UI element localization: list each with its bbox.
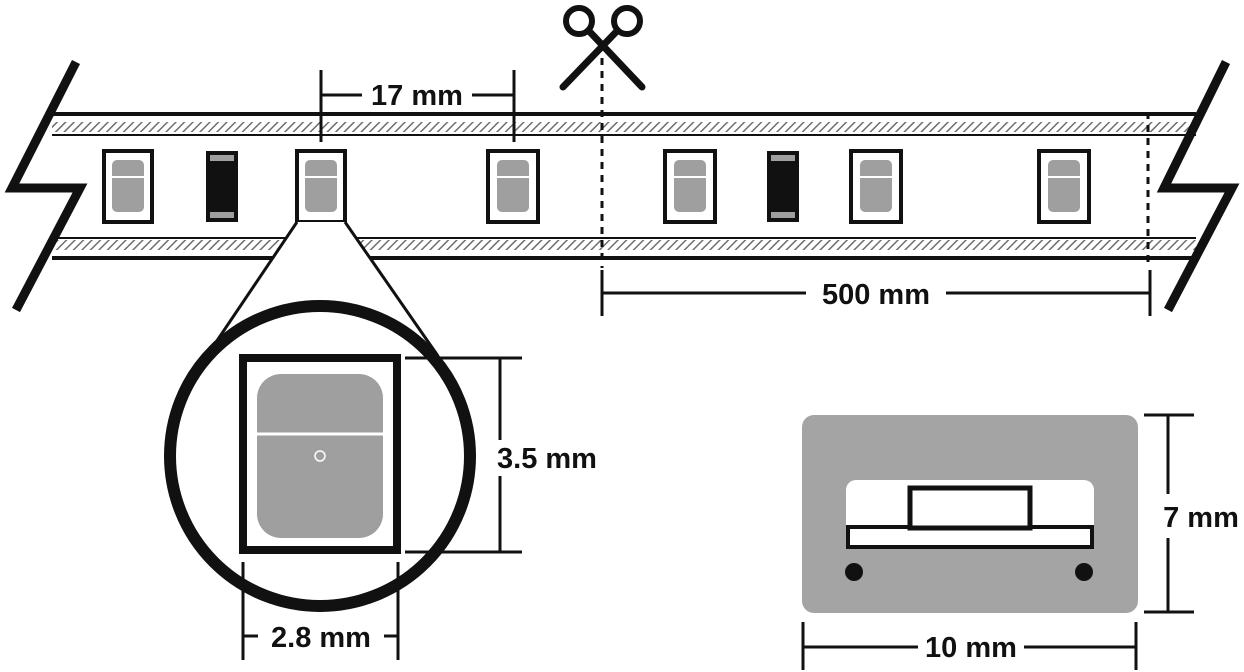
led-chip: [849, 149, 903, 224]
profile-width-label: 10 mm: [925, 632, 1017, 664]
break-mark-right: [1156, 60, 1240, 313]
profile-width-dimension: 10 mm: [801, 622, 1138, 670]
cut-length-dimension: 500 mm: [600, 270, 1152, 316]
strip-cross-section: [802, 415, 1138, 613]
magnifier: [164, 221, 476, 612]
led-height-label: 3.5 mm: [497, 443, 597, 475]
resistor-chip: [767, 151, 799, 222]
led-height-dimension: 3.5 mm: [405, 356, 597, 554]
break-mark-left: [4, 59, 88, 313]
led-chip: [1037, 149, 1091, 224]
pitch-label: 17 mm: [371, 80, 463, 112]
led-chip: [486, 149, 540, 224]
scissors-icon: [559, 5, 646, 91]
led-die-dot: [314, 450, 326, 462]
led-width-dimension: 2.8 mm: [241, 562, 400, 660]
profile-led-chip: [907, 485, 1033, 531]
strip-top-stripe: [44, 122, 1200, 132]
led-chip: [295, 149, 347, 224]
profile-height-dimension: 7 mm: [1144, 413, 1244, 614]
profile-wire-right: [1075, 563, 1093, 581]
pitch-dimension: 17 mm: [319, 70, 516, 142]
profile-height-label: 7 mm: [1163, 502, 1239, 534]
led-chip: [102, 149, 154, 224]
cut-length-label: 500 mm: [822, 279, 930, 311]
profile-wire-left: [845, 563, 863, 581]
strip-bottom-stripe: [44, 240, 1200, 250]
led-strip: [0, 58, 1244, 313]
resistor-chip: [206, 151, 238, 222]
led-width-label: 2.8 mm: [271, 622, 371, 654]
led-chip: [663, 149, 717, 224]
